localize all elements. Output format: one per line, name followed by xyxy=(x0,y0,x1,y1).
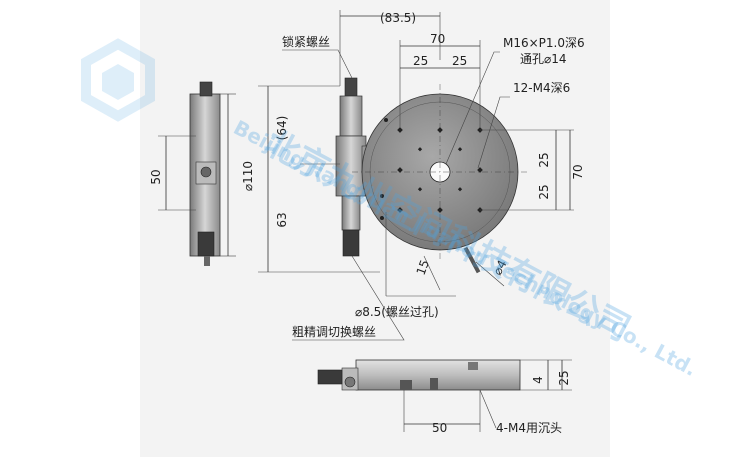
label-switch-screw: 粗精调切换螺丝 xyxy=(292,325,376,339)
label-through-hole: 通孔⌀14 xyxy=(520,52,567,66)
dim-width-70: 70 xyxy=(430,32,445,46)
bottom-knob xyxy=(197,231,215,257)
dim-side-50: 50 xyxy=(149,169,163,184)
top-knob xyxy=(199,81,213,97)
dim-d4: ⌀4 xyxy=(490,258,509,278)
left-side-view xyxy=(189,81,236,266)
dim-height-63: 63 xyxy=(275,212,289,227)
dim-height-64: (64) xyxy=(275,116,289,141)
rotary-disc xyxy=(352,84,528,274)
dim-left-25: 25 xyxy=(413,54,428,68)
dim-right-70: 70 xyxy=(571,164,585,179)
dim-right-25b: 25 xyxy=(537,184,551,199)
dim-bottom-25: 25 xyxy=(557,370,571,385)
dim-top-width: (83.5) xyxy=(380,11,416,25)
dim-right-25: 25 xyxy=(452,54,467,68)
label-lock-screw: 锁紧螺丝 xyxy=(282,34,330,49)
dim-bottom-4: 4 xyxy=(531,376,545,384)
dim-right-25a: 25 xyxy=(537,152,551,167)
label-thread-hole: M16×P1.0深6 xyxy=(503,36,585,50)
label-countersink: 4-M4用沉头 xyxy=(496,421,562,435)
watermark-logo xyxy=(81,38,155,122)
label-m4-holes: 12-M4深6 xyxy=(513,81,570,95)
label-screw-hole: ⌀8.5(螺丝过孔) xyxy=(355,305,439,319)
dim-bottom-50: 50 xyxy=(432,421,447,435)
dim-diameter-110: ⌀110 xyxy=(241,161,255,191)
bottom-front-view xyxy=(317,359,521,391)
